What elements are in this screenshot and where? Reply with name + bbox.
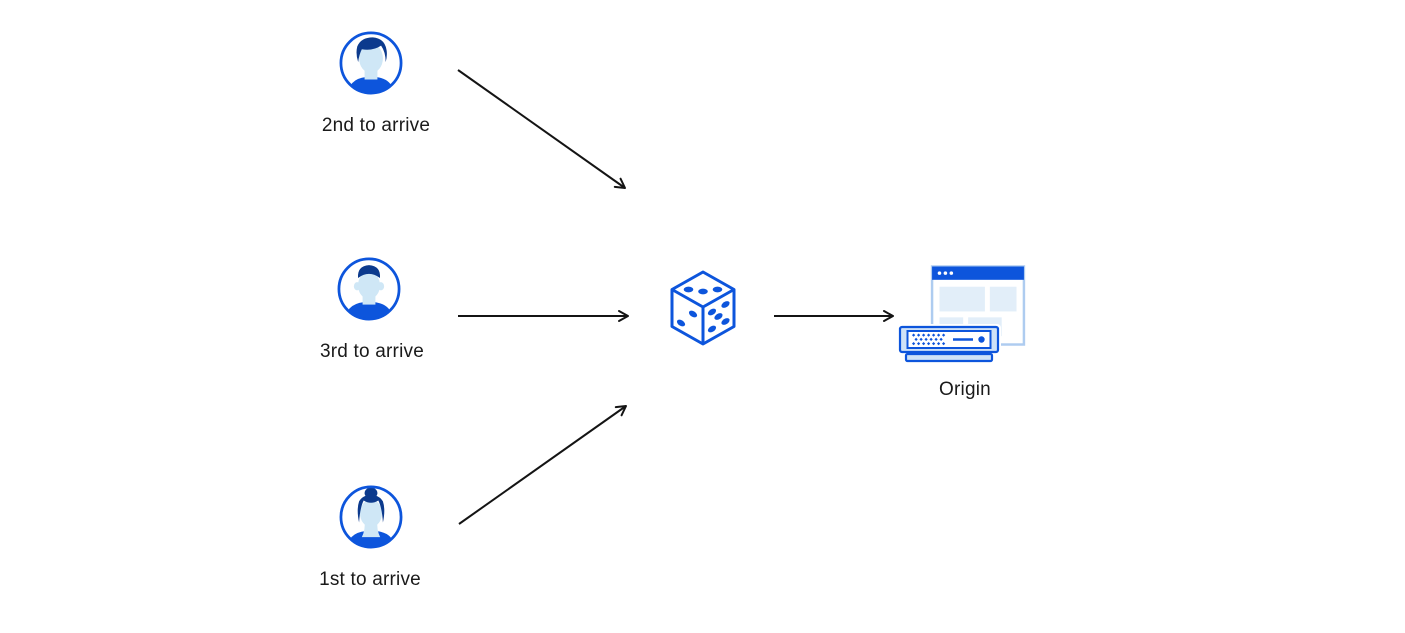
dice-icon [670, 270, 736, 346]
client-label: 2nd to arrive [321, 115, 431, 136]
user-avatar-icon-male-swoop-hair [339, 31, 403, 95]
user-avatar-icon-female-bun-hair [339, 485, 403, 549]
client-label: 3rd to arrive [320, 341, 424, 362]
client-label: 1st to arrive [319, 569, 421, 590]
client-1st-group [338, 484, 404, 550]
arrow-client1-to-dice [458, 405, 627, 525]
client-2nd-group [338, 30, 404, 96]
origin-label: Origin [939, 379, 991, 400]
user-avatar-icon-male-flat-hair [337, 257, 401, 321]
server-group [897, 324, 1001, 364]
server-icon [897, 324, 1001, 363]
arrow-client2-to-dice [457, 69, 626, 189]
dice-group [667, 268, 739, 348]
client-3rd-group [336, 256, 402, 322]
